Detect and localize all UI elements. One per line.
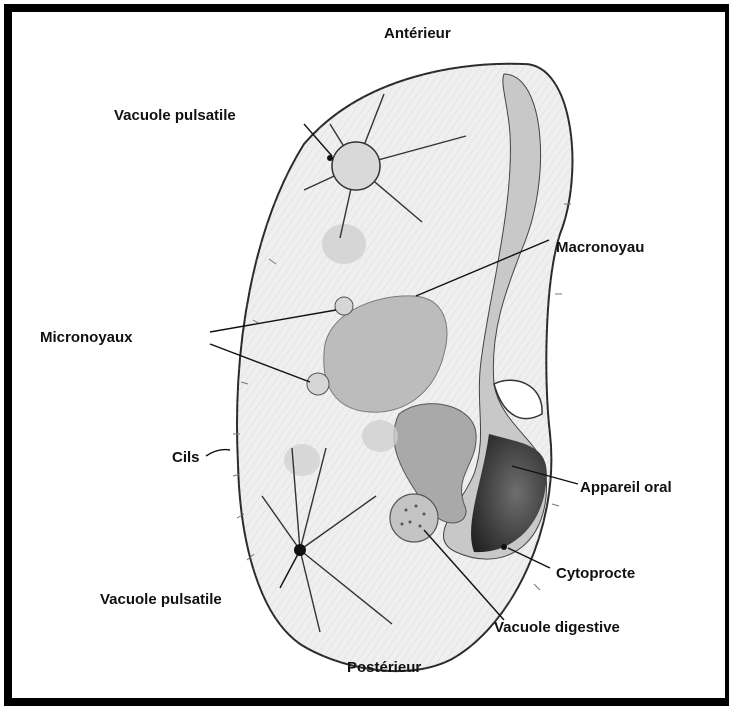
label-micronuclei: Micronoyaux — [40, 329, 133, 346]
label-posterior: Postérieur — [347, 659, 421, 676]
micronucleus-2 — [307, 373, 329, 395]
vacuole-pale-2 — [362, 420, 398, 452]
label-contractile-vacuole-bottom: Vacuole pulsatile — [100, 591, 222, 608]
paramecium-diagram: Antérieur Vacuole pulsatile Macronoyau M… — [4, 4, 725, 698]
vacuole-pale-1 — [322, 224, 366, 264]
label-cytoproct: Cytoprocte — [556, 565, 635, 582]
contractile-vacuole-top-body — [332, 142, 380, 190]
label-macronucleus: Macronoyau — [556, 239, 644, 256]
micronucleus-1 — [335, 297, 353, 315]
label-anterior: Antérieur — [384, 25, 451, 42]
label-cilia: Cils — [172, 449, 200, 466]
label-oral-apparatus: Appareil oral — [580, 479, 672, 496]
vacuole-pale-3 — [284, 444, 320, 476]
contractile-vacuole-bottom-body — [294, 544, 306, 556]
cytoproct — [501, 544, 507, 550]
leader-cilia — [206, 450, 230, 456]
label-food-vacuole: Vacuole digestive — [494, 619, 620, 636]
food-vacuole — [390, 494, 438, 542]
label-contractile-vacuole-top: Vacuole pulsatile — [114, 107, 236, 124]
